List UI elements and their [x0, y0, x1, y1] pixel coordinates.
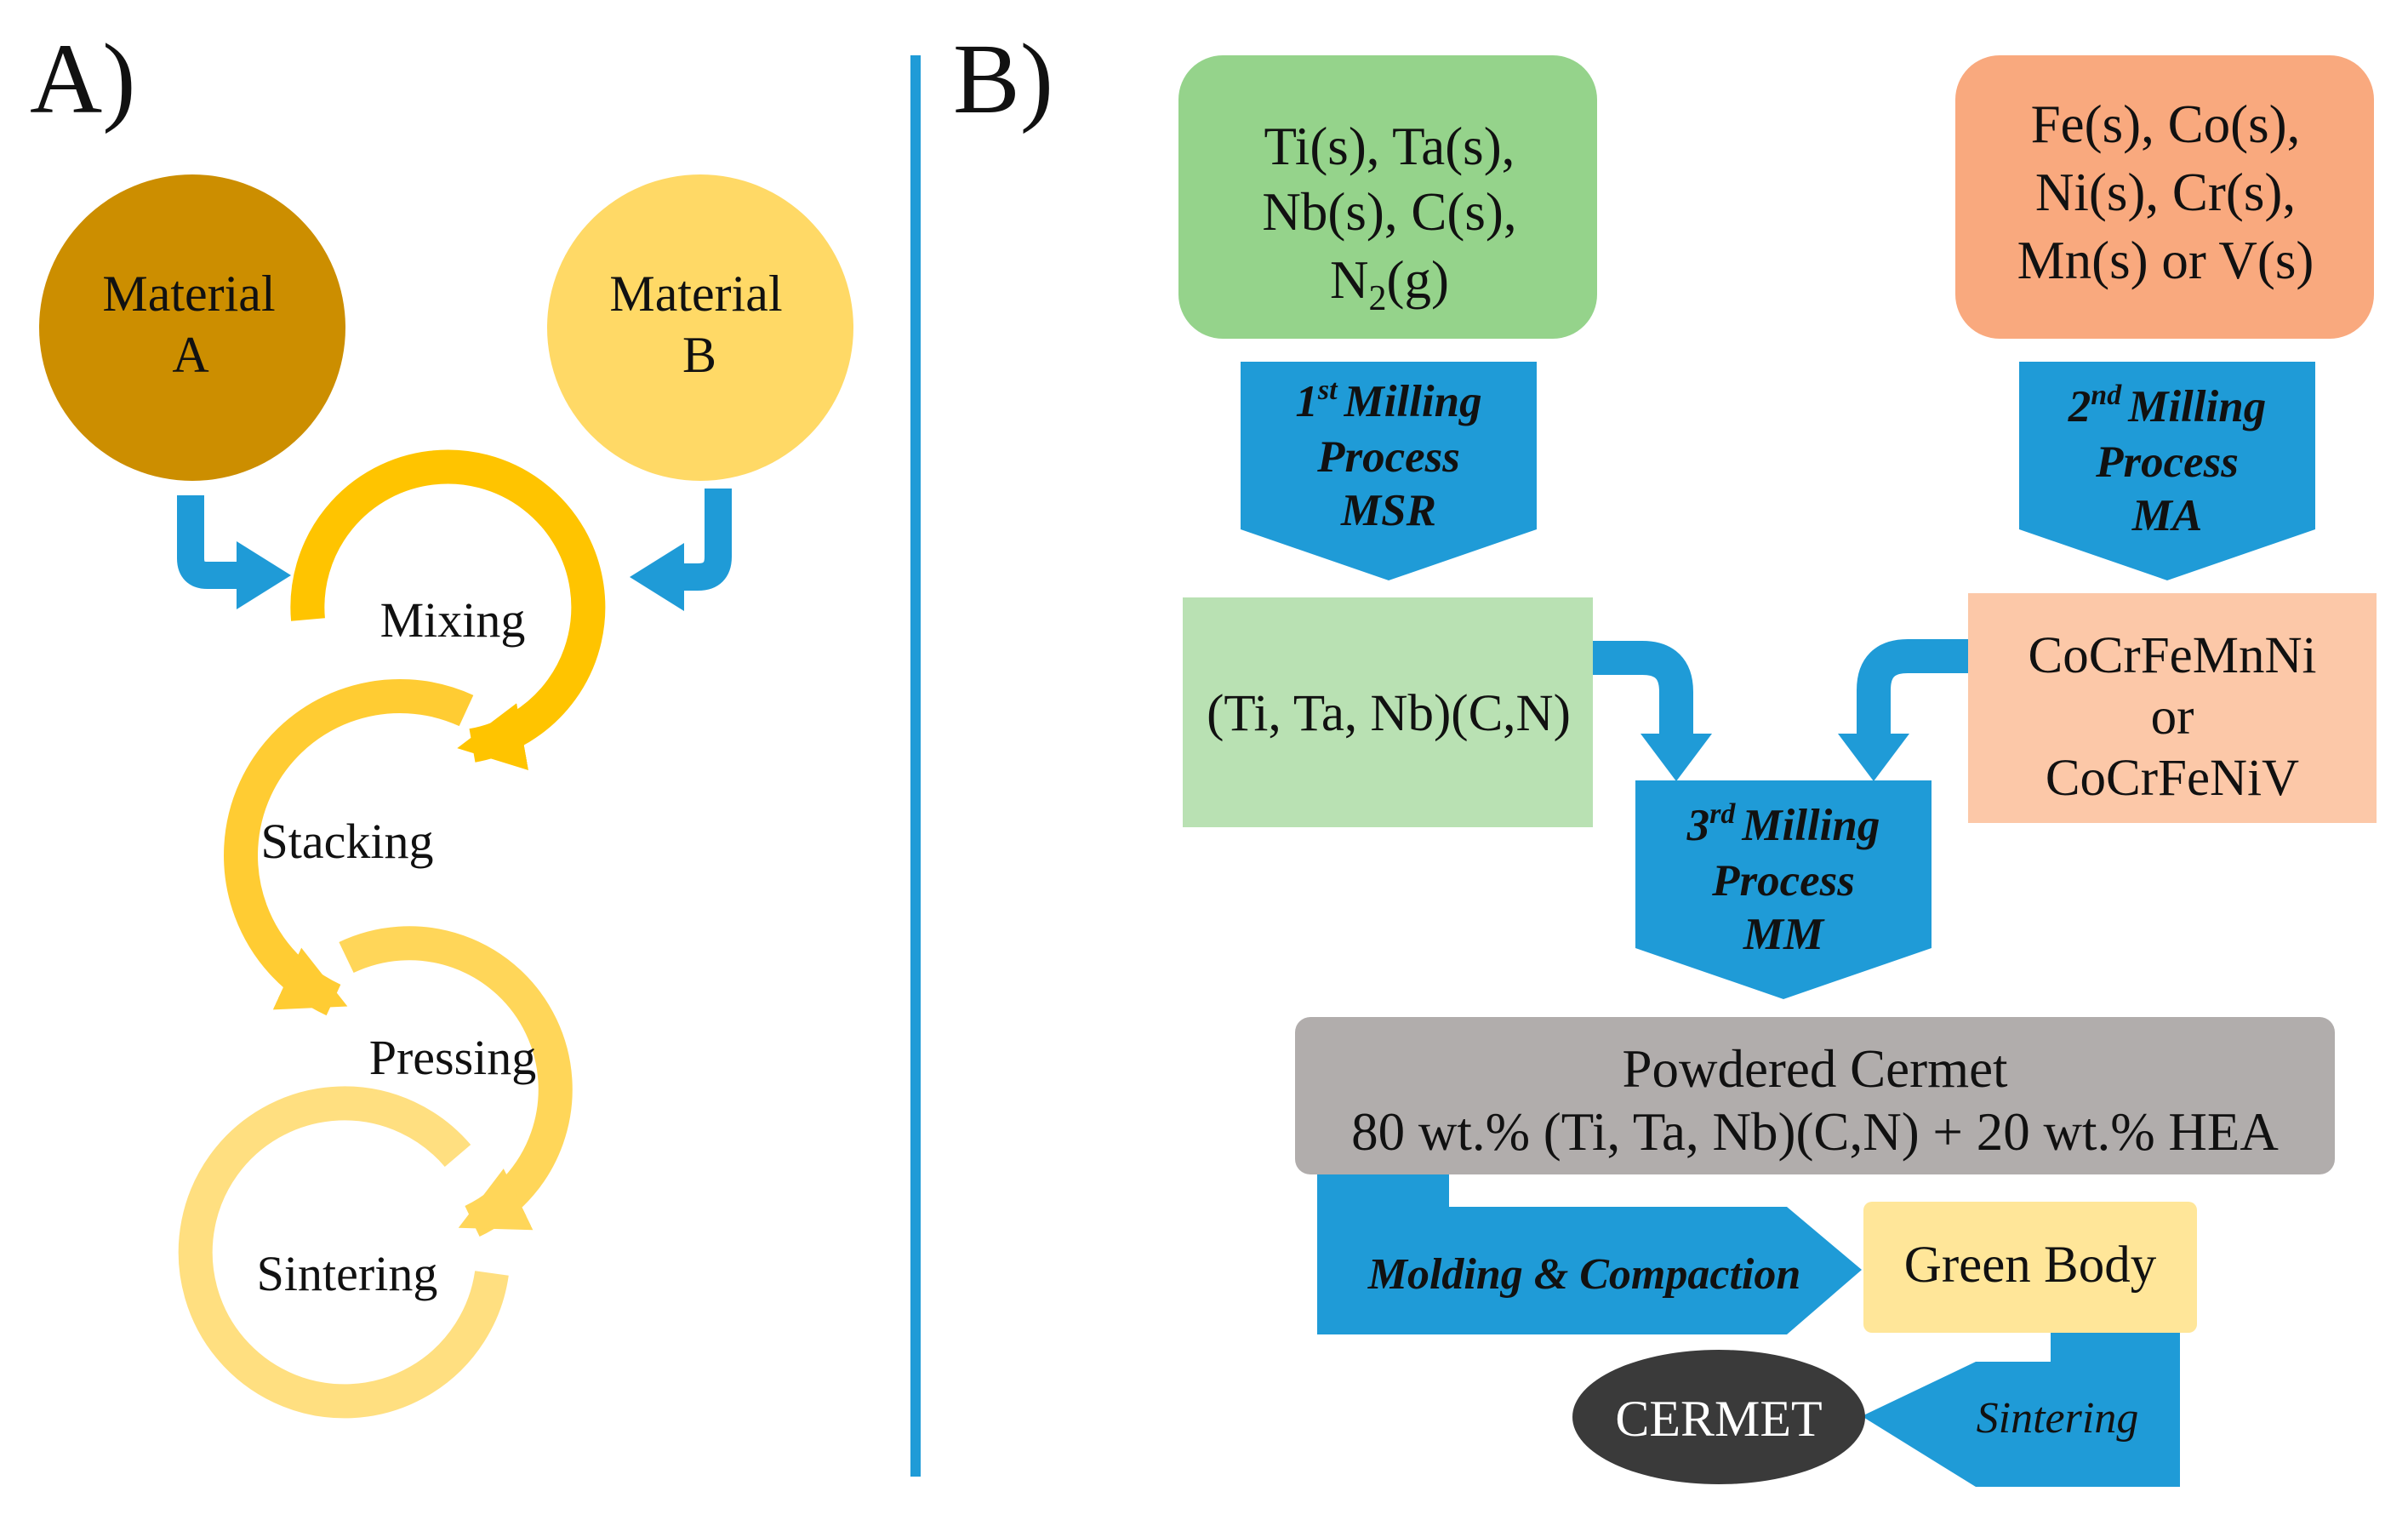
material-a-label-line2: A	[172, 327, 208, 383]
powdered-cermet-composition: 80 wt.% (Ti, Ta, Nb)(C,N) + 20 wt.% HEA	[1351, 1102, 2279, 1162]
ceramic-precursors-line3: N2(g)	[1330, 250, 1449, 318]
cermet-final-label: CERMET	[1615, 1391, 1822, 1447]
first-milling-process-arrow	[1241, 362, 1537, 580]
arrow-material-a-to-mixing	[177, 495, 291, 609]
hea-product-line1: CoCrFeMnNi	[2029, 627, 2317, 684]
material-a-circle	[39, 174, 345, 481]
hea-product-line3: CoCrFeNiV	[2046, 750, 2299, 807]
ceramic-product-box	[1183, 597, 1593, 827]
arrow-material-b-to-mixing	[630, 489, 732, 611]
panel-a-label: A)	[30, 23, 136, 134]
metal-precursors-box	[1955, 55, 2374, 339]
third-milling-line3: MM	[1743, 910, 1825, 959]
material-b-label-line2: B	[682, 327, 716, 383]
step-stacking-label: Stacking	[261, 814, 434, 869]
sintering-cycle-arc	[178, 1086, 509, 1419]
pressing-cycle-arc	[339, 926, 573, 1237]
green-body-box	[1863, 1202, 2197, 1333]
panel-b-label: B)	[953, 23, 1053, 134]
first-milling-line2: Process	[1316, 432, 1460, 482]
sintering-label: Sintering	[1977, 1394, 2139, 1443]
molding-compaction-arrow	[1317, 1174, 1862, 1334]
third-milling-line2: Process	[1711, 856, 1855, 906]
third-milling-process-arrow	[1635, 780, 1932, 999]
ceramic-precursors-line1: Ti(s), Ta(s),	[1264, 117, 1515, 176]
sintering-arrow	[1862, 1333, 2180, 1487]
metal-precursors-line2: Ni(s), Cr(s),	[2035, 163, 2296, 222]
mixing-cycle-arc	[290, 449, 606, 770]
first-milling-line3: MSR	[1340, 486, 1436, 535]
panel-a: A) Material A Material B Mixing Stacking…	[30, 23, 853, 1419]
second-milling-line3: MA	[2131, 491, 2202, 540]
step-sintering-label: Sintering	[257, 1246, 438, 1301]
step-mixing-label: Mixing	[380, 592, 526, 648]
arrow-hea-to-third-milling	[1838, 639, 1968, 781]
second-milling-process-arrow	[2019, 362, 2315, 580]
green-body-label: Green Body	[1904, 1237, 2157, 1294]
panel-b: B) Ti(s), Ta(s), Nb(s), C(s), N2(g) Fe(s…	[953, 23, 2377, 1487]
arrow-ceramic-to-third-milling	[1593, 641, 1712, 781]
material-b-circle	[547, 174, 853, 481]
hea-product-box	[1968, 593, 2377, 823]
step-pressing-label: Pressing	[369, 1030, 537, 1085]
panel-divider	[910, 55, 921, 1477]
powdered-cermet-title: Powdered Cermet	[1622, 1039, 2008, 1099]
ceramic-product-label: (Ti, Ta, Nb)(C,N)	[1207, 685, 1571, 742]
metal-precursors-line3: Mn(s) or V(s)	[2017, 231, 2314, 290]
second-milling-line2: Process	[2095, 437, 2239, 487]
cermet-final-ellipse	[1572, 1350, 1865, 1484]
powdered-cermet-box	[1295, 1017, 2335, 1174]
metal-precursors-line1: Fe(s), Co(s),	[2031, 94, 2301, 154]
ceramic-precursors-box	[1178, 55, 1597, 339]
material-b-label-line1: Material	[609, 266, 782, 322]
molding-compaction-label: Molding & Compaction	[1367, 1250, 1801, 1299]
stacking-cycle-arc	[223, 678, 474, 1016]
hea-product-line2: or	[2151, 689, 2194, 746]
ceramic-precursors-line2: Nb(s), C(s),	[1262, 182, 1516, 242]
material-a-label-line1: Material	[102, 266, 275, 322]
